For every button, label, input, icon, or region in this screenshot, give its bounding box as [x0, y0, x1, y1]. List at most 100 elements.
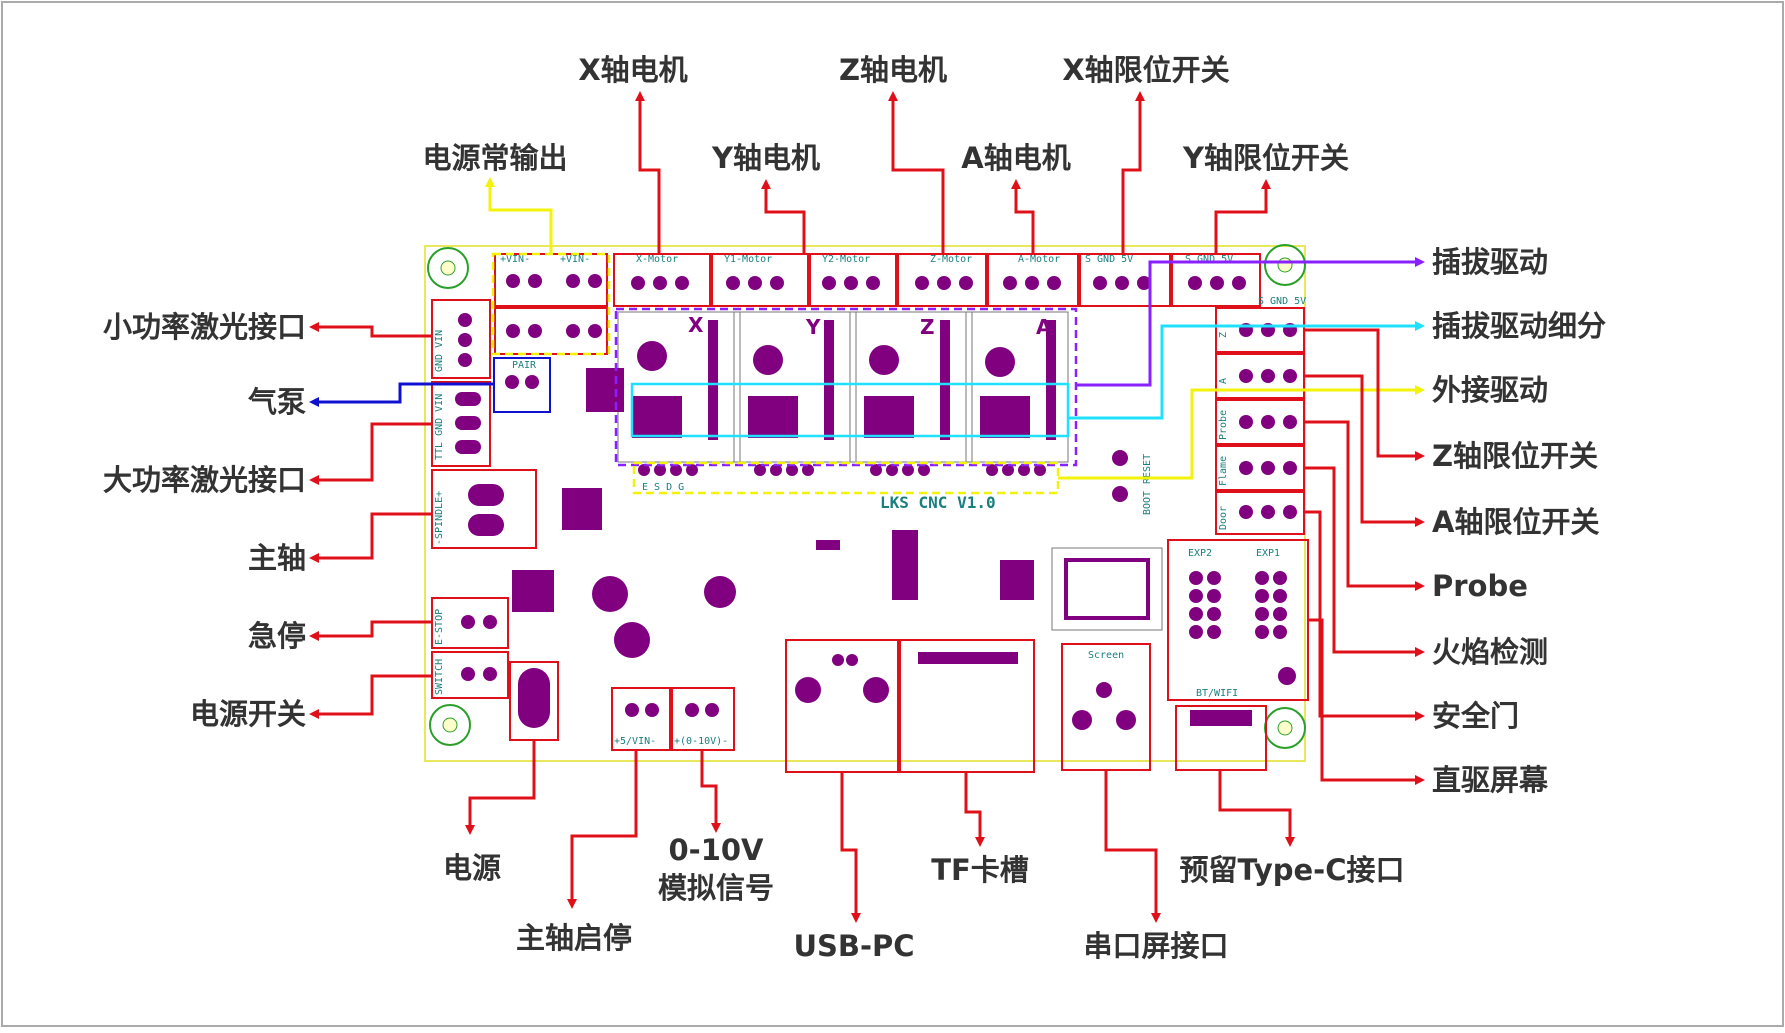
arrow-ext-driver	[1058, 385, 1425, 480]
label-j18: +VIN-	[500, 254, 530, 265]
label-y-motor: Y轴电机	[711, 141, 820, 175]
label-j11: S GND 5V	[1258, 296, 1306, 307]
label-flame-callout: 火焰检测	[1432, 635, 1548, 669]
external-driver-headers: E S D G	[638, 464, 1046, 493]
label-j28: Y2-Motor	[822, 254, 870, 265]
label-exp2: EXP2	[1188, 548, 1212, 559]
label-exp1: EXP1	[1256, 548, 1280, 559]
arrow-probe	[1304, 420, 1425, 591]
arrow-x-motor	[635, 91, 661, 254]
mcu-chip	[1051, 547, 1163, 631]
label-z: Z	[1218, 332, 1229, 338]
arrow-z-motor	[888, 91, 945, 254]
label-reset: RESET	[1142, 454, 1153, 484]
label-j38: +5/VIN-	[614, 736, 656, 747]
label-direct-screen: 直驱屏幕	[1432, 763, 1549, 797]
label-j4: GND VIN	[434, 330, 445, 372]
arrow-plug-driver	[1076, 257, 1425, 387]
label-probe: Probe	[1218, 410, 1229, 440]
board-title: LKS CNC V1.0	[880, 493, 996, 512]
microstep-region	[630, 382, 1070, 438]
label-j6: SWITCH	[434, 659, 445, 695]
label-analog-2: 模拟信号	[658, 871, 774, 905]
label-j30: Z-Motor	[930, 254, 972, 265]
arrow-power-out	[485, 177, 553, 254]
label-j27: X-Motor	[636, 254, 678, 265]
label-x-motor: X轴电机	[578, 53, 687, 87]
arrow-analog	[700, 750, 721, 833]
label-spindle-start: 主轴启停	[516, 921, 632, 955]
label-estop: 急停	[248, 619, 306, 653]
label-j9: S GND 5V	[1085, 254, 1133, 265]
arrow-typec	[1218, 770, 1295, 847]
axis-label-z: Z	[920, 315, 935, 339]
label-power: 电源	[443, 851, 501, 885]
arrow-serial-screen	[1104, 770, 1161, 923]
label-flame: Flame	[1218, 456, 1229, 486]
arrow-usb-pc	[840, 772, 861, 923]
arrow-estop	[309, 620, 432, 641]
label-j39: +(0-10V)-	[674, 736, 728, 747]
left-connectors: GND VIN PAIR TTL GND VIN -SPINDLE+ E-STO…	[431, 299, 559, 741]
label-esdg: E S D G	[642, 482, 684, 493]
label-door-callout: 安全门	[1432, 699, 1519, 733]
label-serial-screen: 串口屏接口	[1083, 929, 1228, 963]
label-j29: Y1-Motor	[724, 254, 772, 265]
arrow-flame	[1304, 466, 1425, 657]
axis-label-a: A	[1036, 315, 1052, 339]
label-j3: E-STOP	[434, 609, 445, 645]
label-power-out: 电源常输出	[422, 141, 567, 175]
label-door: Door	[1218, 506, 1229, 530]
label-low-laser: 小功率激光接口	[103, 310, 306, 344]
label-btwifi: BT/WIFI	[1196, 688, 1238, 699]
label-y-limit: Y轴限位开关	[1182, 141, 1349, 175]
label-plug-driver-microstep: 插拔驱动细分	[1432, 309, 1606, 343]
label-boot: BOOT	[1142, 491, 1153, 515]
top-connectors: +VIN- +VIN- X-Motor Y1-Motor Y2-Motor Z-…	[494, 253, 1261, 307]
callout-labels: X轴电机 Z轴电机 X轴限位开关 电源常输出 Y轴电机 A轴电机 Y轴限位开关 …	[103, 53, 1606, 963]
arrow-high-laser	[309, 422, 432, 485]
label-high-laser: 大功率激光接口	[103, 463, 306, 497]
bottom-connectors: +5/VIN- +(0-10V)- Screen	[611, 639, 1267, 773]
label-analog-1: 0-10V	[668, 833, 764, 867]
label-plug-driver: 插拔驱动	[1432, 245, 1548, 279]
label-screen: Screen	[1088, 650, 1124, 661]
arrow-air-pump	[309, 382, 494, 407]
driver-modules: X Y Z A	[617, 311, 1069, 463]
misc-components	[512, 368, 1034, 658]
arrow-z-limit	[1304, 328, 1425, 461]
arrow-a-motor	[1011, 179, 1035, 254]
arrow-tf	[964, 772, 985, 847]
callout-arrows	[309, 91, 1425, 923]
label-probe-callout: Probe	[1432, 569, 1528, 603]
label-a: A	[1218, 378, 1229, 384]
label-ext-driver: 外接驱动	[1432, 373, 1548, 407]
arrow-a-limit	[1304, 374, 1425, 527]
label-j23: PAIR	[512, 360, 537, 371]
arrow-door	[1304, 510, 1425, 721]
label-air-pump: 气泵	[247, 385, 306, 419]
label-usb-pc: USB-PC	[793, 929, 914, 963]
label-x-limit: X轴限位开关	[1062, 53, 1229, 87]
arrow-plug-driver-microstep	[1068, 321, 1425, 420]
label-z-limit: Z轴限位开关	[1432, 439, 1598, 473]
arrow-power	[465, 740, 536, 835]
label-a-limit: A轴限位开关	[1432, 505, 1599, 539]
label-j7: -SPINDLE+	[434, 491, 445, 545]
label-z-motor: Z轴电机	[839, 53, 947, 87]
arrow-x-limit	[1121, 91, 1145, 254]
arrow-y-motor	[761, 179, 806, 254]
ext-driver-region	[632, 461, 1060, 495]
label-power-switch: 电源开关	[190, 697, 306, 731]
axis-label-y: Y	[805, 315, 821, 339]
arrow-low-laser	[309, 322, 432, 338]
label-j10: S GND 5V	[1185, 254, 1233, 265]
label-tf: TF卡槽	[931, 853, 1029, 887]
pcb-board: +VIN- +VIN- X-Motor Y1-Motor Y2-Motor Z-…	[424, 244, 1309, 773]
label-a-motor: A轴电机	[961, 141, 1070, 175]
label-spindle: 主轴	[248, 541, 306, 575]
arrow-direct-screen	[1308, 618, 1425, 785]
label-typec: 预留Type-C接口	[1180, 853, 1405, 887]
